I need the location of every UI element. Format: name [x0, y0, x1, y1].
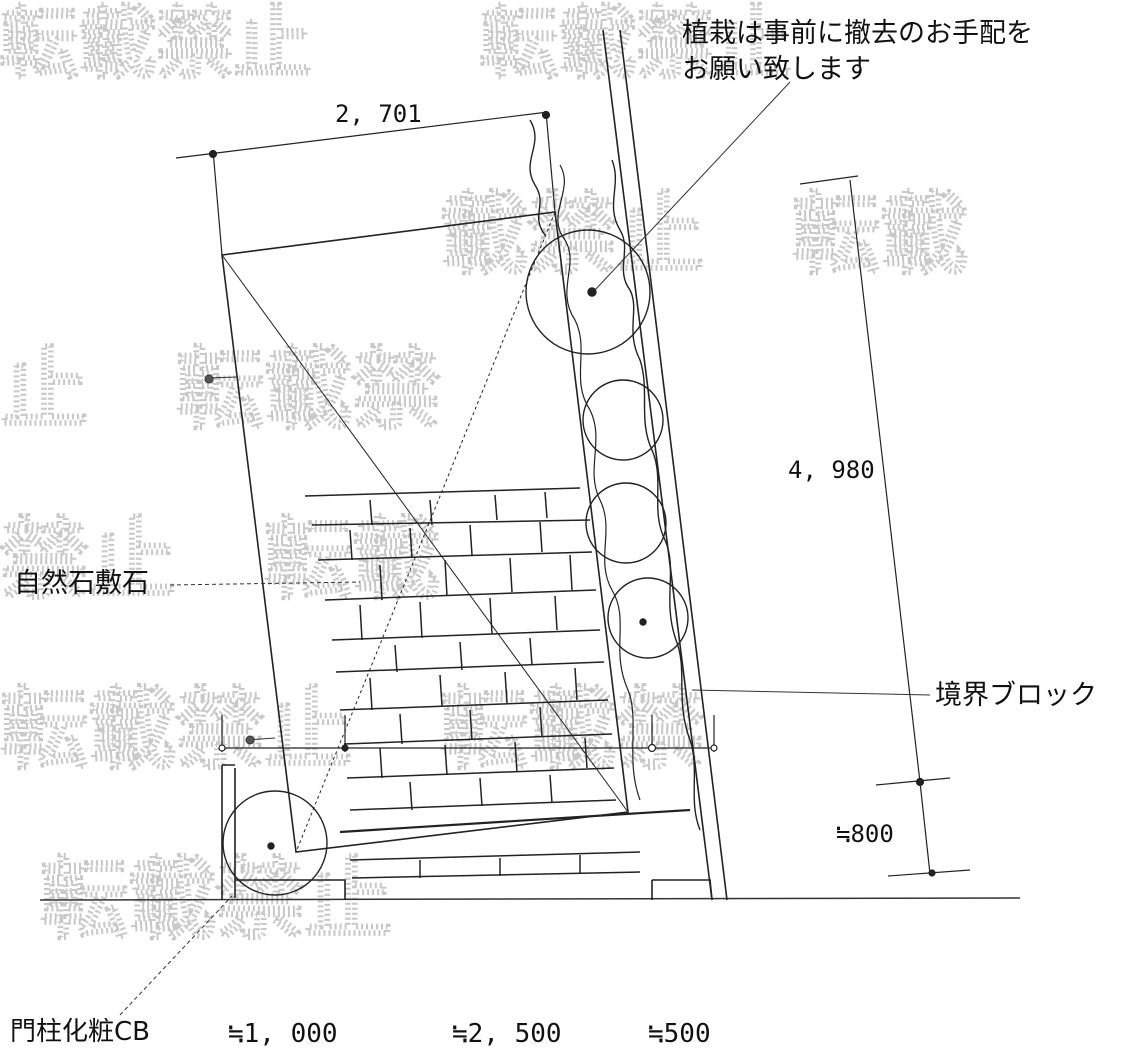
- watermark-row: 載禁止 転載: [440, 183, 968, 286]
- diagonal-line-1: [221, 254, 629, 813]
- dimension-top: [175, 110, 556, 256]
- parcel-outline: [221, 211, 629, 853]
- shrub: [585, 482, 667, 564]
- plant-note-leader: [594, 81, 791, 291]
- gate-pillar: [221, 764, 713, 901]
- dimension-right: [799, 175, 971, 877]
- watermark-row: 転載禁止: [0, 0, 312, 89]
- watermark-row: 止 転載禁: [0, 338, 440, 441]
- plant-note-line2: お願い致します: [682, 54, 871, 85]
- ground-line: [39, 897, 1021, 901]
- boundary-leader: [691, 689, 931, 696]
- gate-tree: [222, 790, 328, 896]
- watermark-row: 転載禁止: [480, 0, 792, 89]
- dim-right-small: ≒800: [836, 820, 894, 848]
- gate-pillar-label: 門柱化粧CB: [10, 1017, 150, 1047]
- dim-top-width: 2, 701: [335, 100, 422, 128]
- dim-right-depth: 4, 980: [788, 456, 875, 484]
- planting: [222, 119, 701, 896]
- dim-bottom-1: ≒1, 000: [228, 1019, 338, 1048]
- leader-lines: [119, 81, 931, 1016]
- dim-bottom-3: ≒500: [648, 1019, 711, 1048]
- boundary-block-label: 境界ブロック: [935, 680, 1097, 711]
- dim-bottom-2: ≒2, 500: [452, 1019, 562, 1048]
- plant-note-line1: 植栽は事前に撤去のお手配を: [682, 18, 1033, 49]
- shrub: [607, 577, 689, 659]
- watermark-layer: 転載禁止 転載禁止 載禁止 転載 止 転載禁 禁止 転載 転載禁止 転載禁 転載…: [0, 0, 970, 953]
- stone-leader: [169, 581, 361, 586]
- stone-paving: [304, 487, 691, 879]
- watermark-row: 転載禁止 転載禁: [0, 678, 704, 781]
- natural-stone-label: 自然石敷石: [14, 568, 149, 599]
- shrub: [582, 379, 664, 461]
- gate-leader: [119, 895, 233, 1016]
- dimension-bottom: [218, 715, 718, 753]
- dim-bg: [785, 452, 880, 486]
- diagonal-line-2: [295, 211, 556, 853]
- tree-canopy: [525, 229, 651, 355]
